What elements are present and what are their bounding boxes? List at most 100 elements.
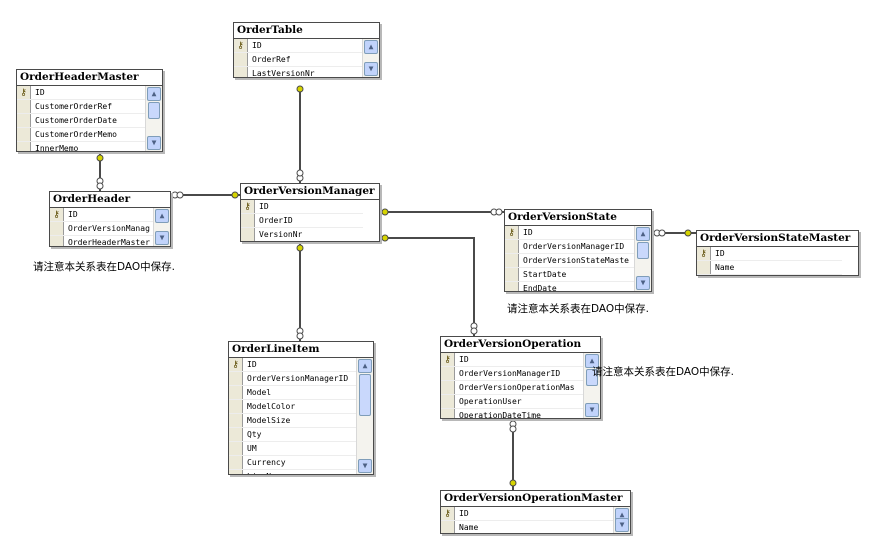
column-row[interactable]: ModelColor — [229, 400, 357, 414]
rel-operation-operationmaster[interactable] — [509, 418, 517, 490]
scroll-down-icon[interactable]: ▼ — [636, 276, 650, 290]
column-row[interactable]: Model — [229, 386, 357, 400]
column-row[interactable]: OrderVersionManagerID — [229, 372, 357, 386]
column-row[interactable]: CustomerOrderDate — [17, 114, 146, 128]
rel-statemaster-versionstate[interactable] — [652, 229, 696, 237]
column-row[interactable]: Name — [441, 521, 614, 533]
column-row[interactable]: OrderVersionManagerID — [441, 367, 584, 381]
column-row[interactable]: OrderVersionStateMaste — [505, 254, 635, 268]
column-row[interactable]: VersionNr — [241, 228, 363, 241]
column-row[interactable]: Qty — [229, 428, 357, 442]
column-name: ID — [459, 355, 469, 364]
vertical-scrollbar[interactable] — [363, 200, 379, 241]
vertical-scrollbar[interactable]: ▲▼ — [356, 358, 373, 474]
column-row[interactable]: OrderHeaderMaster — [50, 236, 154, 246]
column-name: ID — [247, 360, 257, 369]
column-row[interactable]: OrderVersionManag — [50, 222, 154, 236]
vertical-scrollbar[interactable]: ▲▼ — [153, 208, 170, 246]
column-name: ID — [715, 249, 725, 258]
scroll-up-icon[interactable]: ▲ — [147, 87, 161, 101]
column-row[interactable]: ⚷ID — [50, 208, 154, 222]
column-row[interactable]: ⚷ID — [17, 86, 146, 100]
column-name: OrderVersionManagerID — [247, 374, 349, 383]
row-selector: ⚷ — [505, 226, 519, 239]
row-selector — [234, 67, 248, 77]
vertical-scrollbar[interactable]: ▲▼ — [583, 353, 600, 418]
scroll-up-icon[interactable]: ▲ — [358, 359, 372, 373]
scroll-down-icon[interactable]: ▼ — [155, 231, 169, 245]
rel-versionmanager-versionstate[interactable] — [380, 208, 504, 216]
column-row[interactable]: ⚷ID — [697, 247, 842, 261]
key-icon: ⚷ — [237, 41, 244, 51]
column-row[interactable]: ⚷ ID — [505, 226, 635, 240]
scroll-thumb[interactable] — [359, 374, 371, 416]
column-row[interactable]: ⚷ID — [441, 507, 614, 521]
column-name: ID — [35, 88, 45, 97]
rel-versionmanager-lineitem[interactable] — [296, 242, 304, 341]
column-row[interactable]: Currency — [229, 456, 357, 470]
vertical-scrollbar[interactable] — [842, 247, 858, 275]
column-row[interactable]: CustomerOrderMemo — [17, 128, 146, 142]
scroll-thumb[interactable] — [637, 242, 649, 259]
scroll-thumb[interactable] — [148, 102, 160, 119]
vertical-scrollbar[interactable]: ▲▼ — [634, 226, 651, 291]
column-row[interactable]: ModelSize — [229, 414, 357, 428]
rel-versionmanager-operation[interactable] — [380, 234, 478, 336]
column-row[interactable]: ⚷ID — [441, 353, 584, 367]
column-row[interactable]: OrderVersionOperationMas — [441, 381, 584, 395]
column-row[interactable]: OperationUser — [441, 395, 584, 409]
column-row[interactable]: ⚷ID — [234, 39, 363, 53]
column-row[interactable]: OrderVersionManagerID — [505, 240, 635, 254]
column-row[interactable]: StartDate — [505, 268, 635, 282]
row-selector: ⚷ — [50, 208, 64, 221]
key-icon: ⚷ — [508, 228, 515, 238]
column-name: InnerMemo — [35, 144, 79, 152]
rel-ordertable-versionmanager[interactable] — [296, 85, 304, 183]
column-row[interactable]: ⚷ID — [229, 358, 357, 372]
scroll-down-icon[interactable]: ▼ — [364, 62, 378, 76]
column-row[interactable]: OperationDateTime — [441, 409, 584, 419]
scroll-thumb[interactable] — [586, 369, 598, 386]
scroll-down-icon[interactable]: ▼ — [358, 459, 372, 473]
scroll-down-icon[interactable]: ▼ — [147, 136, 161, 150]
scroll-up-icon[interactable]: ▲ — [585, 354, 599, 368]
column-name: OperationDateTime — [459, 411, 541, 419]
vertical-scrollbar[interactable]: ▲▼ — [362, 39, 379, 77]
scroll-down-icon[interactable]: ▼ — [585, 403, 599, 417]
vertical-scrollbar[interactable]: ▲▼ — [145, 86, 162, 151]
column-row[interactable]: InnerMemo — [17, 142, 146, 152]
scroll-down-icon[interactable]: ▼ — [615, 518, 629, 532]
column-row[interactable]: LastVersionNr — [234, 67, 363, 77]
column-row[interactable]: EndDate — [505, 282, 635, 292]
column-row[interactable]: Name — [697, 261, 842, 275]
column-row[interactable]: LineNr — [229, 470, 357, 474]
column-row[interactable]: OrderRef — [234, 53, 363, 67]
rel-headermaster-header[interactable] — [96, 152, 104, 191]
column-row[interactable]: ⚷ID — [241, 200, 363, 214]
column-name: Name — [459, 523, 479, 532]
scroll-up-icon[interactable]: ▲ — [636, 227, 650, 241]
column-row[interactable]: CustomerOrderRef — [17, 100, 146, 114]
column-row[interactable]: OrderID — [241, 214, 363, 228]
column-row[interactable]: UM — [229, 442, 357, 456]
vertical-scrollbar[interactable]: ▲▼ — [613, 507, 630, 533]
rel-header-versionmanager[interactable] — [171, 191, 240, 199]
scroll-up-icon[interactable]: ▲ — [155, 209, 169, 223]
column-name: EndDate — [523, 284, 557, 292]
row-selector — [505, 268, 519, 281]
scroll-up-icon[interactable]: ▲ — [364, 40, 378, 54]
row-selector — [505, 254, 519, 267]
column-name: ID — [523, 228, 533, 237]
